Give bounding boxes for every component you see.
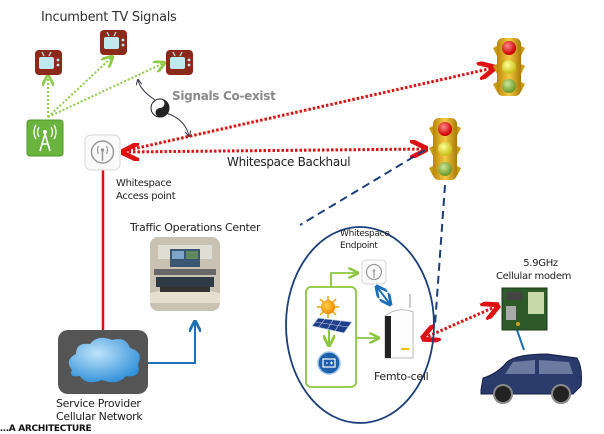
radio-femto-link — [377, 287, 390, 304]
traffic-light-icon — [429, 118, 461, 180]
battery-icon — [317, 351, 341, 375]
tv-link-2 — [47, 57, 112, 118]
tv-signal-links — [47, 57, 164, 118]
whitespace-backhaul-label: Whitespace Backhaul — [227, 155, 351, 169]
coexist-arrow-up — [138, 80, 156, 101]
whitespace-endpoint-boundary — [285, 226, 435, 424]
femto-cell-device-icon — [384, 294, 414, 359]
solar-panel-icon — [311, 317, 353, 334]
service-provider-label-line2: Cellular Network — [56, 410, 143, 423]
signals-coexist-label: Signals Co-exist — [172, 89, 276, 103]
tv-tower-icon — [26, 119, 64, 157]
rf-link-ap-to-light-2 — [124, 149, 425, 152]
coexist-arrow-down — [162, 111, 189, 136]
traffic-operations-center-image — [150, 237, 220, 311]
whitespace-ap-label: Whitespace Access point — [116, 177, 176, 203]
whitespace-endpoint-label-line2: Endpoint — [340, 241, 378, 251]
cutoff-caption: …A ARCHITECTURE — [0, 424, 92, 434]
service-provider-label: Service Provider Cellular Network — [56, 397, 143, 423]
tv-icon — [100, 30, 127, 55]
wired-link-cloud-to-toc — [147, 322, 195, 364]
tv-link-3 — [47, 63, 164, 118]
modem-label: 5.9GHz Cellular modem — [496, 257, 571, 283]
tv-icon — [166, 50, 193, 75]
cellular-modem-icon — [501, 287, 548, 331]
sun-icon — [317, 296, 339, 318]
whitespace-endpoint-label: Whitespace Endpoint — [340, 228, 390, 252]
traffic-operations-center-label: Traffic Operations Center — [130, 221, 261, 234]
tv-icon — [35, 50, 62, 75]
incumbent-tv-signals-label: Incumbent TV Signals — [41, 10, 177, 25]
rf-links — [124, 68, 497, 338]
service-provider-label-line1: Service Provider — [56, 397, 141, 410]
backhaul-links — [299, 149, 446, 326]
backhaul-link-endpoint — [299, 149, 426, 226]
yin-yang-icon — [150, 98, 170, 118]
modem-label-line1: 5.9GHz — [523, 258, 558, 269]
whitespace-endpoint-label-line1: Whitespace — [340, 229, 390, 239]
power-link-to-radio — [330, 273, 357, 287]
modem-label-line2: Cellular modem — [496, 271, 572, 282]
whitespace-ap-label-line2: Access point — [116, 191, 176, 202]
whitespace-endpoint-radio-icon — [361, 259, 387, 285]
femto-cell-label: Femto-cell — [374, 370, 429, 383]
traffic-light-icon — [493, 38, 525, 96]
backhaul-link-femto — [434, 184, 446, 326]
cellular-network-cloud-icon — [58, 330, 148, 394]
whitespace-ap-label-line1: Whitespace — [116, 178, 172, 189]
whitespace-access-point-icon — [84, 134, 121, 171]
wired-link-modem-to-car — [516, 329, 525, 351]
rf-link-ap-to-light-1 — [123, 68, 493, 153]
connected-vehicle-icon — [480, 353, 582, 404]
